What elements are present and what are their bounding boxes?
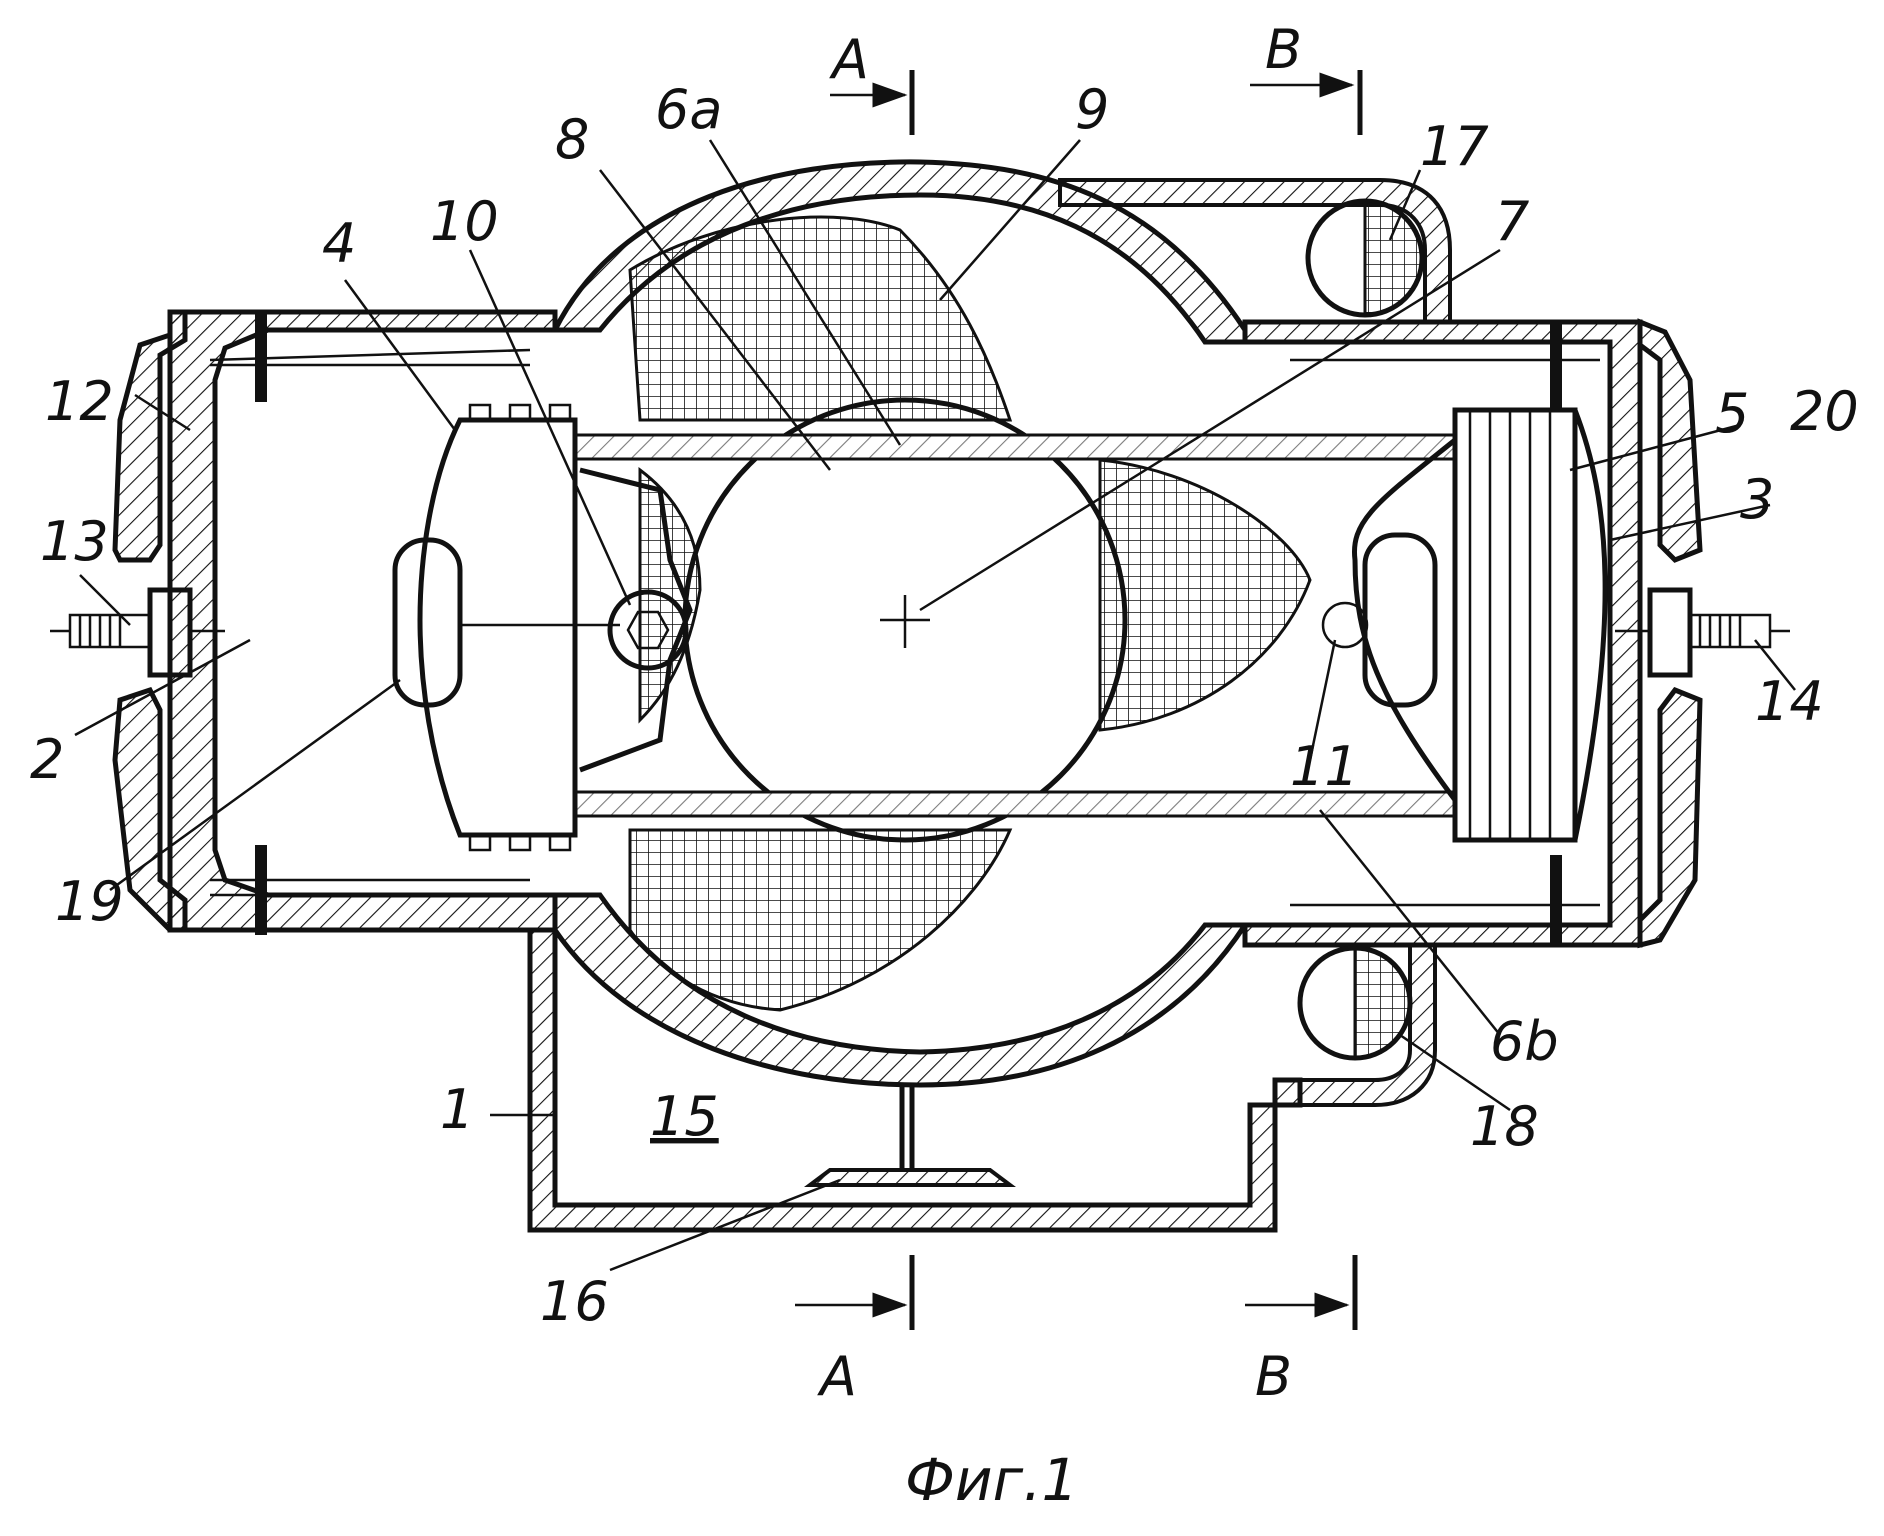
left-inner-mesh [640, 470, 700, 720]
label-part-18: 18 [1470, 1095, 1539, 1158]
section-mark-top-b: B [1265, 18, 1302, 81]
tank-17 [1308, 201, 1422, 315]
right-cylinder-wall [1245, 322, 1640, 945]
right-mesh [1100, 460, 1310, 730]
label-part-9: 9 [1075, 78, 1109, 141]
right-cylinder-head-lower [1640, 690, 1700, 945]
label-part-5: 5 [1715, 382, 1749, 445]
figure-caption: Фиг.1 [905, 1446, 1078, 1514]
label-part-17: 17 [1420, 115, 1489, 178]
rail-6a [575, 435, 1455, 459]
label-part-14: 14 [1755, 670, 1824, 733]
section-mark-top-a: A [829, 28, 869, 91]
lower-left-mesh [630, 830, 1010, 1010]
label-part-4: 4 [322, 212, 356, 275]
label-part-3: 3 [1740, 468, 1774, 531]
right-piston [1323, 410, 1605, 840]
oil-pump-foot [810, 1085, 1010, 1185]
label-part-20: 20 [1790, 380, 1859, 443]
label-part-7: 7 [1495, 190, 1529, 253]
label-part-8: 8 [555, 108, 589, 171]
label-part-15: 15 [650, 1085, 719, 1148]
label-part-10: 10 [430, 190, 499, 253]
label-part-12: 12 [45, 370, 114, 433]
left-gudgeon-boss [395, 540, 460, 705]
label-part-13: 13 [40, 510, 109, 573]
label-part-6a: 6a [655, 78, 722, 141]
label-part-16: 16 [540, 1270, 609, 1333]
tank-18 [1300, 948, 1410, 1058]
label-part-19: 19 [55, 870, 124, 933]
label-part-11: 11 [1290, 735, 1359, 798]
right-gudgeon-boss [1365, 535, 1435, 705]
right-cylinder-head [1640, 322, 1700, 560]
label-part-1: 1 [440, 1078, 474, 1141]
label-part-2: 2 [30, 728, 64, 791]
section-mark-bottom-a: A [817, 1345, 857, 1408]
label-part-6b: 6b [1490, 1010, 1559, 1073]
section-mark-bottom-b: B [1255, 1345, 1292, 1408]
